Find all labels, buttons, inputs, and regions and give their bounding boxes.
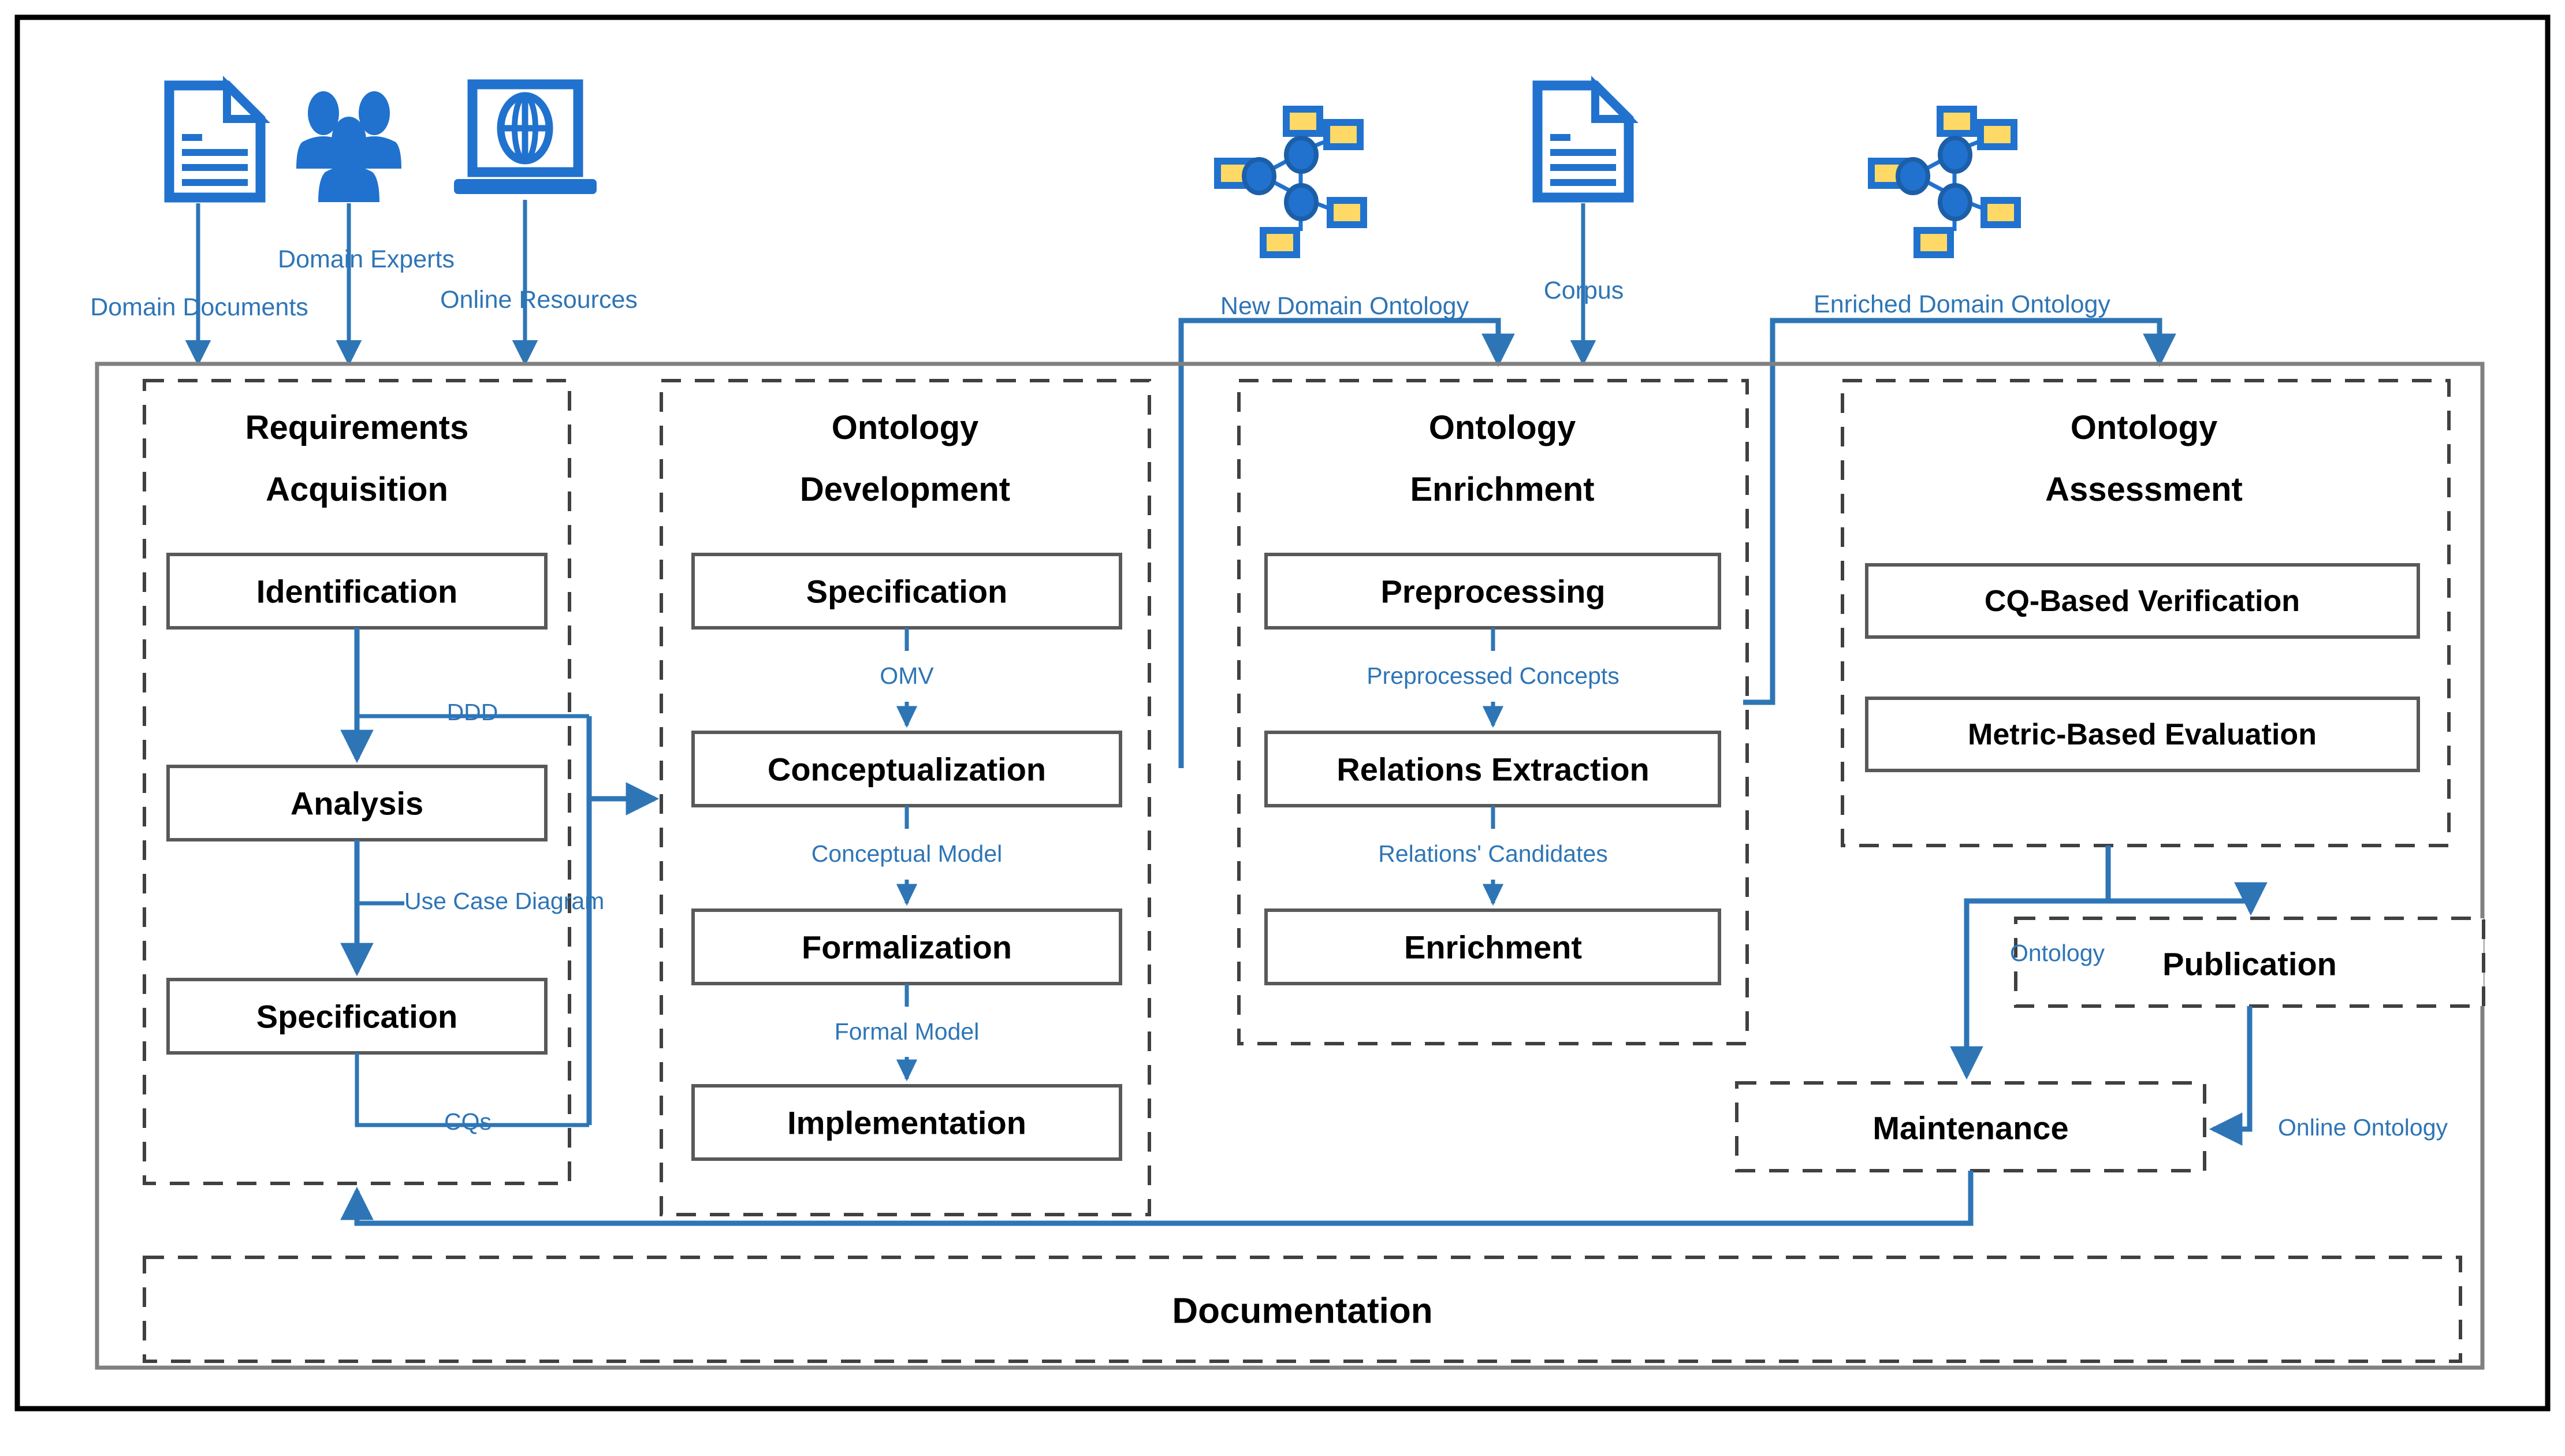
flow-label-conceptual-model: Conceptual Model [811, 840, 1002, 867]
flow-label-online-ontology: Online Ontology [2278, 1114, 2448, 1141]
step-metric-based-evaluation[interactable] [1865, 697, 2420, 772]
documentation-band[interactable] [143, 1256, 2462, 1363]
flow-maintenance-feedback [340, 1171, 1974, 1226]
source-label-corpus: Corpus [1544, 277, 1624, 304]
phase-title-requirements-acquisition-l2: Acquisition [266, 471, 448, 508]
document-icon [164, 76, 270, 203]
step-label-cq-based-verification: CQ-Based Verification [1985, 584, 2300, 618]
source-label-domain-documents: Domain Documents [90, 293, 308, 321]
step-label-specification-od: Specification [806, 574, 1008, 610]
phase-title-ontology-assessment-l2: Assessment [2045, 471, 2243, 508]
step-conceptualization[interactable] [691, 731, 1122, 807]
step-label-identification: Identification [256, 574, 457, 610]
flow-enriched-domain-ontology [1743, 318, 2176, 705]
step-identification[interactable] [166, 553, 548, 630]
phase-title-ontology-assessment-l1: Ontology [2071, 409, 2218, 446]
source-label-domain-experts: Domain Experts [278, 245, 455, 273]
flow-online-ontology [2209, 1006, 2253, 1146]
phase-ontology-enrichment[interactable] [1237, 379, 1749, 1045]
flow-label-preprocessed-concepts: Preprocessed Concepts [1367, 662, 1620, 689]
documentation-label: Documentation [1172, 1291, 1432, 1331]
flow-label-ddd: DDD [447, 699, 498, 725]
step-label-implementation: Implementation [787, 1105, 1026, 1141]
step-specification-ra[interactable] [166, 978, 548, 1055]
source-label-enriched-domain-ontology: Enriched Domain Ontology [1814, 291, 2110, 318]
ontology-graph-icon-new [1214, 106, 1367, 258]
people-icon [296, 91, 401, 202]
step-implementation[interactable] [691, 1084, 1122, 1161]
flow-label-cqs: CQs [444, 1108, 492, 1135]
step-label-relations-extraction: Relations Extraction [1337, 751, 1649, 788]
phase-ontology-development[interactable] [660, 379, 1151, 1216]
flow-ontology-split [1950, 846, 2111, 1080]
ontology-graph-icon-enriched [1868, 106, 2021, 258]
phase-title-ontology-development-l1: Ontology [832, 409, 979, 446]
step-label-preprocessing: Preprocessing [1380, 574, 1605, 610]
phase-title-requirements-acquisition-l1: Requirements [245, 409, 469, 446]
source-label-new-domain-ontology: New Domain Ontology [1220, 292, 1469, 320]
phase-ontology-assessment[interactable] [1841, 379, 2451, 847]
laptop-globe-icon [454, 79, 597, 194]
flow-label-omv: OMV [880, 662, 934, 689]
step-cq-based-verification[interactable] [1865, 563, 2420, 639]
source-label-online-resources: Online Resources [440, 286, 638, 314]
page-border [14, 14, 2551, 1412]
step-preprocessing[interactable] [1264, 553, 1721, 630]
step-label-analysis: Analysis [291, 785, 423, 822]
flow-label-use-case-diagram: Use Case Diagram [404, 888, 604, 914]
step-label-formalization: Formalization [802, 929, 1012, 966]
phase-title-ontology-enrichment-l2: Enrichment [1410, 471, 1594, 508]
step-analysis[interactable] [166, 765, 548, 841]
flow-cqs [355, 1053, 589, 1127]
step-enrichment[interactable] [1264, 908, 1721, 985]
process-frame [95, 362, 2485, 1370]
step-label-conceptualization: Conceptualization [768, 751, 1046, 788]
flow-ontology-to-publication [2108, 882, 2268, 916]
step-formalization[interactable] [691, 908, 1122, 985]
step-specification-od[interactable] [691, 553, 1122, 630]
step-label-maintenance: Maintenance [1872, 1110, 2068, 1146]
phase-title-ontology-enrichment-l1: Ontology [1429, 409, 1576, 446]
flow-label-relations-candidates: Relations' Candidates [1378, 840, 1608, 867]
flow-label-ontology: Ontology [2010, 940, 2105, 966]
step-label-publication: Publication [2162, 946, 2337, 982]
phase-requirements-acquisition[interactable] [143, 379, 571, 1185]
phase-title-ontology-development-l2: Development [800, 471, 1010, 508]
flow-label-formal-model: Formal Model [835, 1018, 980, 1045]
flow-new-domain-ontology [1178, 318, 1515, 768]
step-publication[interactable] [2014, 917, 2485, 1008]
step-label-metric-based-evaluation: Metric-Based Evaluation [1968, 718, 2317, 751]
document-icon-corpus [1532, 76, 1639, 203]
step-label-enrichment: Enrichment [1404, 929, 1582, 966]
step-label-specification-ra: Specification [256, 999, 458, 1035]
